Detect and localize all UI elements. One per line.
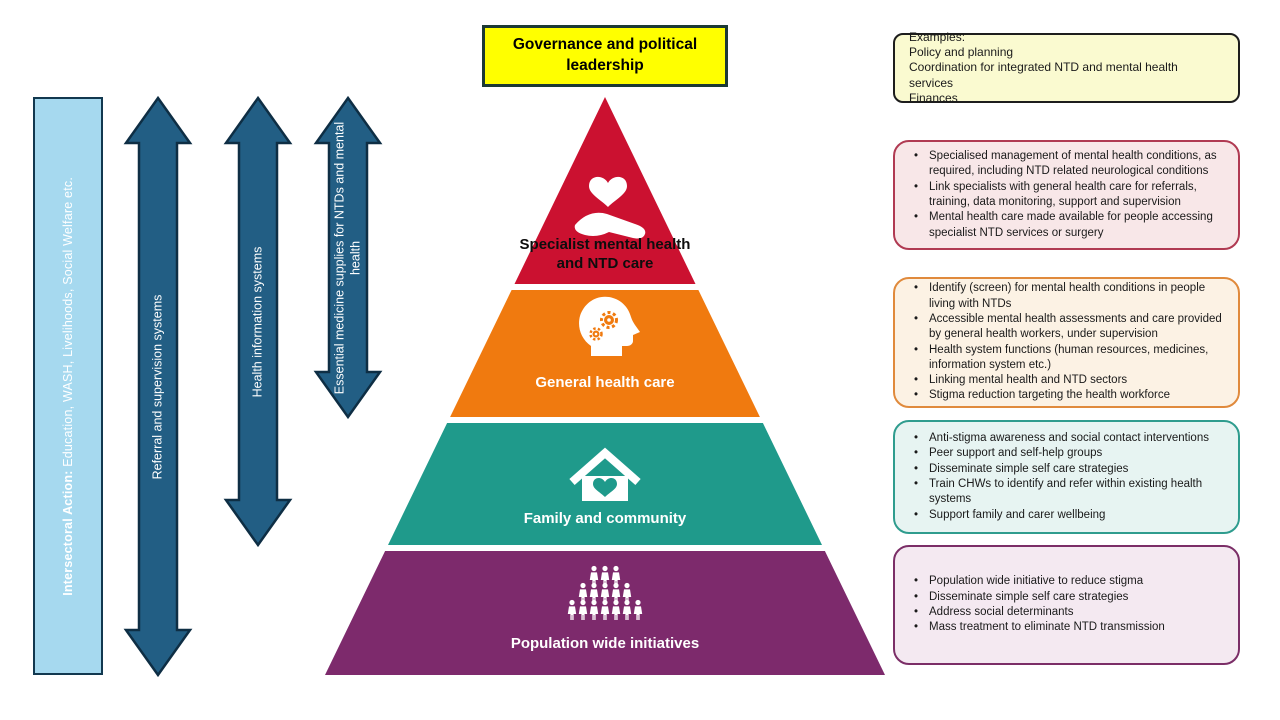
bullet-item: Address social determinants — [905, 605, 1226, 621]
governance-label: Governance and political leadership — [512, 36, 698, 74]
referral-supervision-arrow — [123, 95, 193, 678]
double-arrow-icon — [313, 95, 383, 420]
bullet-item: Specialised management of mental health … — [905, 149, 1226, 180]
gear-icon — [589, 327, 603, 341]
bullet-list: Anti-stigma awareness and social contact… — [905, 431, 1226, 523]
examples-item: Finances — [909, 91, 958, 106]
bullet-item: Stigma reduction targeting the health wo… — [905, 388, 1226, 404]
bullet-item: Accessible mental health assessments and… — [905, 312, 1226, 343]
essential-medicine-arrow — [313, 95, 383, 420]
bullet-item: Train CHWs to identify and refer within … — [905, 477, 1226, 508]
pyramid-label-specialist: Specialist mental health and NTD care — [519, 236, 691, 272]
specialist-detail-box: Specialised management of mental health … — [893, 140, 1240, 250]
bullet-item: Health system functions (human resources… — [905, 343, 1226, 374]
bullet-list: Specialised management of mental health … — [905, 149, 1226, 241]
pyramid-label-family: Family and community — [523, 510, 687, 527]
pyramid-label-population: Population wide initiatives — [510, 635, 700, 652]
double-arrow-icon — [223, 95, 293, 548]
general-detail-box: Identify (screen) for mental health cond… — [893, 277, 1240, 408]
bullet-item: Mental health care made available for pe… — [905, 210, 1226, 241]
service-pyramid — [325, 97, 885, 675]
population-detail-box: Population wide initiative to reduce sti… — [893, 545, 1240, 665]
bullet-item: Mass treatment to eliminate NTD transmis… — [905, 620, 1226, 636]
bullet-item: Disseminate simple self care strategies — [905, 462, 1226, 478]
governance-box: Governance and political leadership — [482, 25, 728, 87]
house-heart-icon — [569, 447, 641, 501]
health-information-arrow — [223, 95, 293, 548]
family-detail-box: Anti-stigma awareness and social contact… — [893, 420, 1240, 534]
bullet-item: Population wide initiative to reduce sti… — [905, 574, 1226, 590]
examples-box: Examples: Policy and planning Coordinati… — [893, 29, 1240, 106]
intersectoral-action-bar: Intersectoral Action: Education, WASH, L… — [33, 97, 103, 675]
bullet-item: Identify (screen) for mental health cond… — [905, 281, 1226, 312]
bullet-item: Linking mental health and NTD sectors — [905, 373, 1226, 389]
intersectoral-action-label: Intersectoral Action: Education, WASH, L… — [61, 176, 75, 596]
bullet-list: Identify (screen) for mental health cond… — [905, 281, 1226, 404]
examples-item: Coordination for integrated NTD and ment… — [909, 60, 1178, 90]
bullet-item: Anti-stigma awareness and social contact… — [905, 431, 1226, 447]
double-arrow-icon — [123, 95, 193, 678]
heart-in-hand-icon — [574, 176, 646, 239]
head-gears-icon — [579, 296, 640, 356]
examples-title: Examples: — [909, 29, 966, 44]
bullet-item: Peer support and self-help groups — [905, 446, 1226, 462]
bullet-item: Link specialists with general health car… — [905, 180, 1226, 211]
bullet-item: Disseminate simple self care strategies — [905, 590, 1226, 606]
gear-icon — [600, 311, 618, 329]
bullet-list: Population wide initiative to reduce sti… — [905, 574, 1226, 635]
pyramid-label-general: General health care — [535, 374, 675, 391]
examples-item: Policy and planning — [909, 44, 1014, 59]
bullet-item: Support family and carer wellbeing — [905, 508, 1226, 524]
